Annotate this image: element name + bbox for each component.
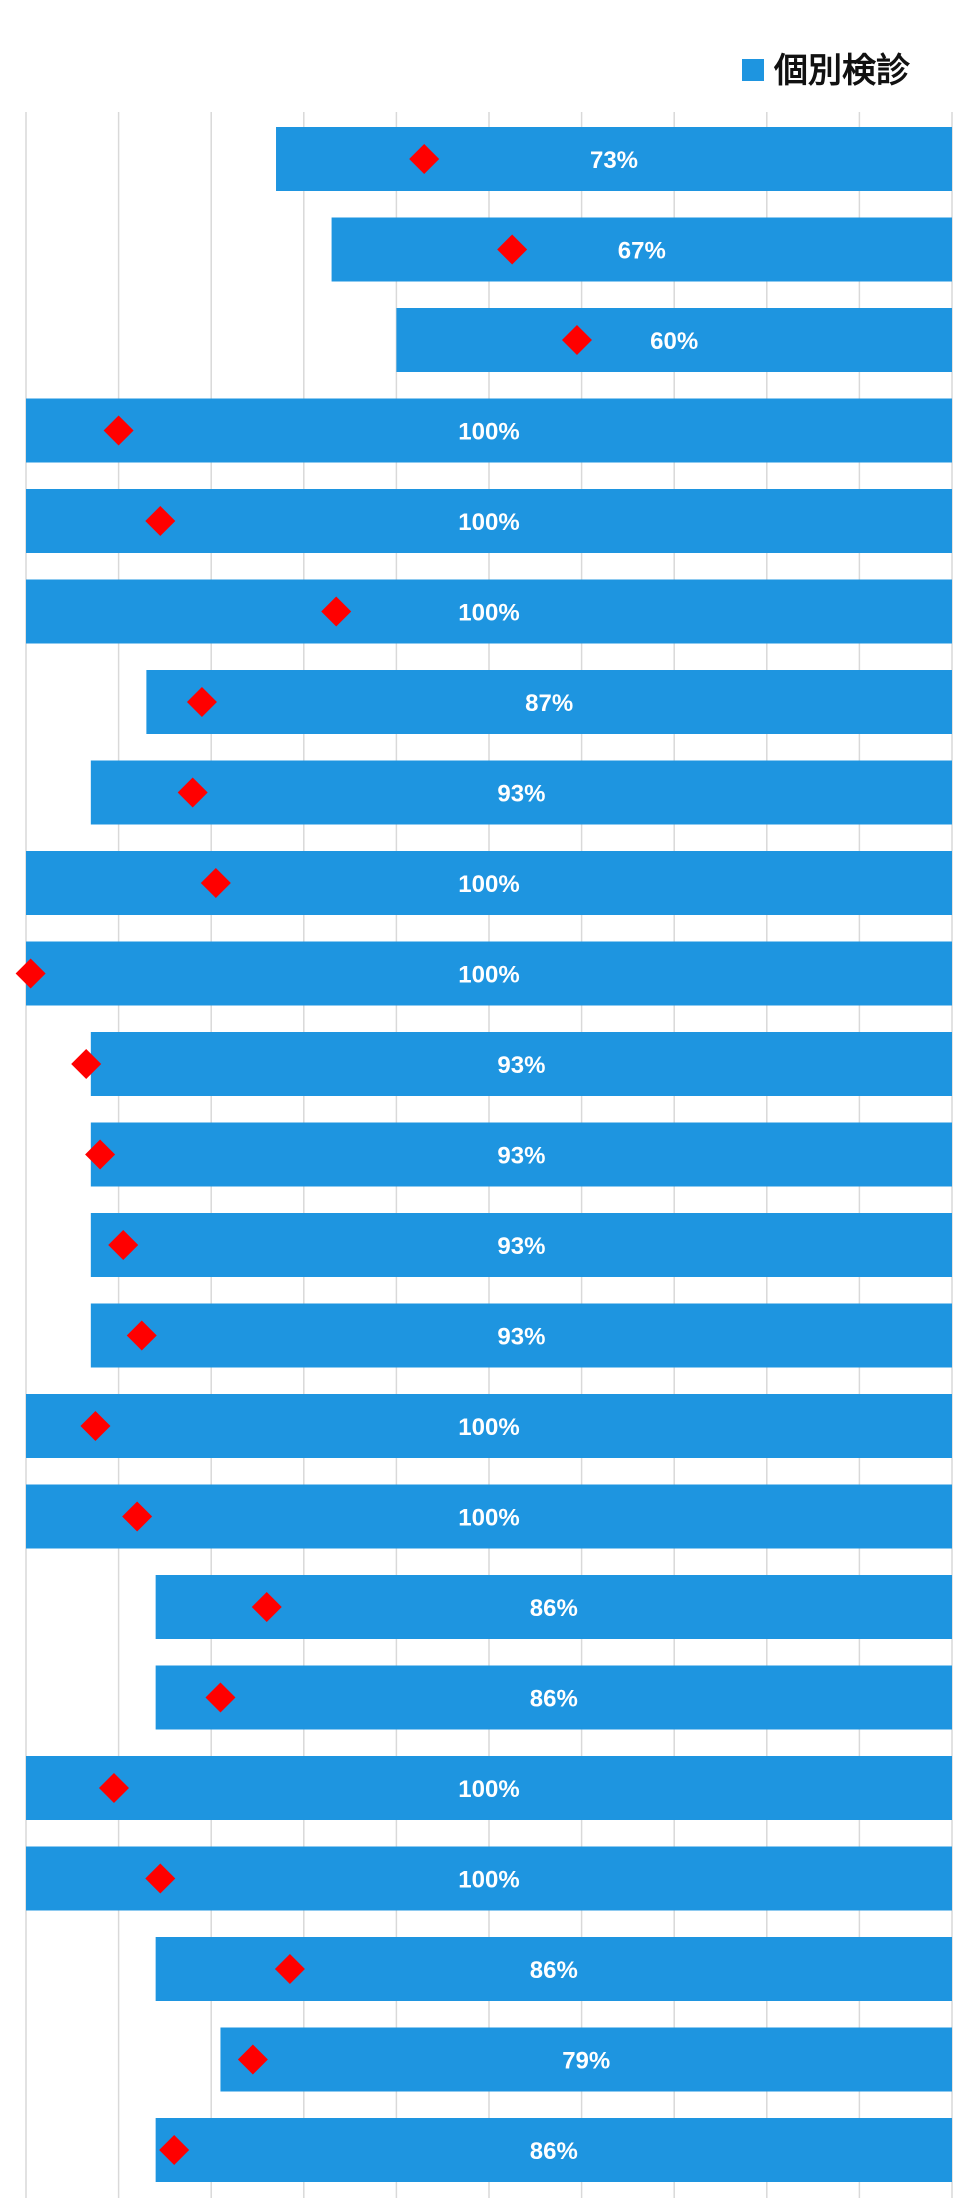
- bar-value-label: 93%: [497, 781, 545, 808]
- bar: [26, 941, 952, 1006]
- diamond-marker: [200, 868, 231, 898]
- diamond-marker: [80, 1411, 111, 1441]
- bar: [155, 2118, 952, 2182]
- bar-value-label: 93%: [497, 1143, 545, 1170]
- bar: [90, 1032, 952, 1096]
- bar-value-label: 100%: [458, 600, 519, 627]
- bar: [26, 1484, 952, 1549]
- bar-value-label: 86%: [530, 1957, 578, 1984]
- diamond-marker: [145, 1863, 176, 1894]
- bar-value-label: 100%: [458, 962, 519, 989]
- diamond-marker: [145, 506, 176, 536]
- bar: [26, 1846, 952, 1911]
- bar-value-label: 86%: [530, 1595, 578, 1622]
- bar: [146, 670, 952, 734]
- diamond-marker: [122, 1501, 153, 1532]
- bar-value-label: 100%: [458, 1776, 519, 1803]
- bar: [26, 489, 952, 553]
- bar: [26, 398, 952, 463]
- bar: [155, 1665, 952, 1730]
- bar: [90, 1213, 952, 1277]
- diamond-marker: [409, 144, 440, 174]
- bar-value-label: 73%: [590, 147, 638, 174]
- bar-value-label: 93%: [497, 1052, 545, 1079]
- diamond-marker: [561, 325, 592, 355]
- diamond-marker: [321, 596, 352, 627]
- legend-swatch-icon: [742, 59, 764, 81]
- diamond-marker: [186, 687, 217, 717]
- bar-value-label: 60%: [650, 328, 698, 355]
- bar-value-label: 93%: [497, 1233, 545, 1260]
- bar: [90, 1303, 952, 1368]
- bar: [90, 760, 952, 825]
- legend-label: 個別検診: [773, 51, 911, 91]
- bar-value-label: 100%: [458, 419, 519, 446]
- diamond-marker: [15, 958, 46, 989]
- diamond-marker: [71, 1049, 102, 1079]
- bar: [331, 217, 953, 282]
- diamond-marker: [177, 777, 208, 808]
- diamond-marker: [108, 1230, 139, 1260]
- legend: 個別検診: [742, 51, 911, 91]
- bar: [26, 1394, 952, 1458]
- bars: [26, 127, 953, 2182]
- bar-value-label: 67%: [618, 238, 666, 265]
- bar-value-label: 100%: [458, 871, 519, 898]
- bar: [90, 1122, 952, 1187]
- bar: [396, 308, 952, 372]
- bar-value-label: 100%: [458, 1867, 519, 1894]
- diamond-marker: [497, 234, 528, 265]
- bar: [155, 1575, 952, 1639]
- diamond-marker: [274, 1954, 305, 1984]
- diamond-marker: [237, 2044, 268, 2075]
- bar-value-label: 79%: [562, 2048, 610, 2075]
- bar: [26, 851, 952, 915]
- bar: [220, 2027, 952, 2092]
- bar-value-label: 100%: [458, 1505, 519, 1532]
- diamond-marker: [85, 1139, 116, 1170]
- diamond-marker: [159, 2135, 190, 2165]
- bar-value-label: 100%: [458, 1414, 519, 1441]
- bar-value-label: 86%: [530, 1686, 578, 1713]
- bar-value-label: 86%: [530, 2138, 578, 2165]
- data-labels: 73% 67% 60% 100% 100% 100% 87% 93% 100% 100% 93% 93…: [458, 147, 698, 2165]
- diamond-marker: [98, 1773, 129, 1803]
- diamond-marker: [103, 415, 134, 446]
- diamond-marker: [251, 1592, 282, 1622]
- bar: [26, 579, 952, 644]
- bar: [276, 127, 952, 191]
- bar-value-label: 100%: [458, 509, 519, 536]
- diamond-marker: [205, 1682, 236, 1713]
- diamond-marker: [126, 1320, 157, 1351]
- markers: [15, 144, 592, 2165]
- bar-value-label: 93%: [497, 1324, 545, 1351]
- bar-value-label: 87%: [525, 690, 573, 717]
- bar: [26, 1756, 952, 1820]
